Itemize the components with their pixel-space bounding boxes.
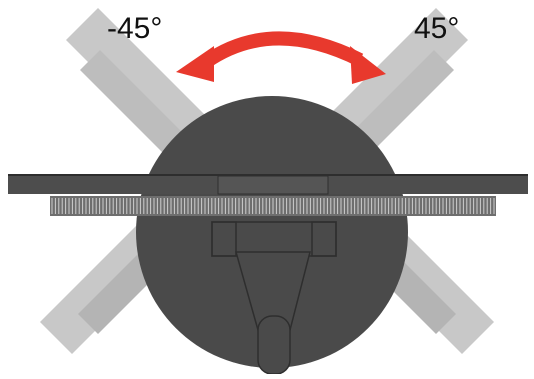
angle-label-right: 45°	[414, 12, 460, 45]
neck-bracket	[211, 221, 337, 257]
neck-bracket-inner-right	[311, 221, 337, 257]
angle-label-left: -45°	[107, 12, 163, 45]
rotation-arrow-head-right	[350, 46, 386, 84]
stand-neck	[211, 221, 337, 375]
rotation-arrow-icon	[176, 31, 386, 84]
vent-lines	[51, 198, 495, 214]
panel-top-edge	[8, 174, 528, 176]
rotation-arrow-head-left	[176, 46, 214, 82]
panel-mount-block	[217, 175, 329, 195]
neck-bracket-inner-left	[211, 221, 237, 257]
monitor-panel	[8, 174, 528, 216]
rotation-arrow-arc	[202, 31, 364, 68]
neck-foot	[257, 315, 291, 375]
